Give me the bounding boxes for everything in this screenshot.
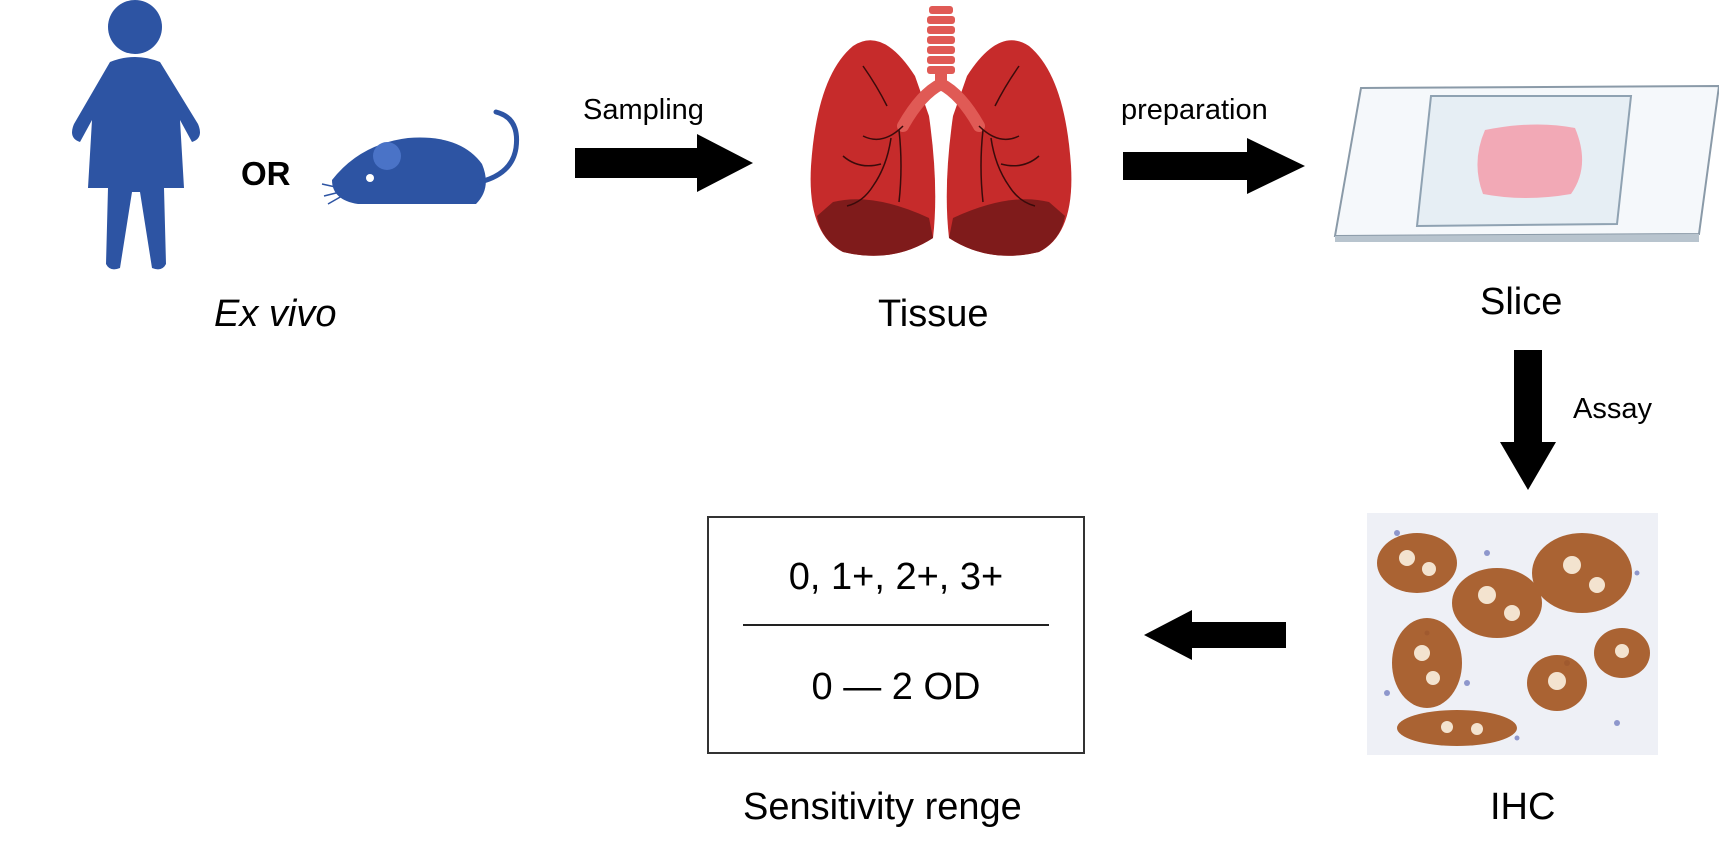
right-arrow-icon [575, 134, 753, 192]
fraction-divider [743, 624, 1049, 626]
ihc-micrograph-image [1367, 513, 1658, 755]
or-label: OR [241, 155, 291, 192]
down-arrow-icon [1500, 350, 1556, 490]
left-arrow-icon [1144, 610, 1286, 660]
slice-label: Slice [1480, 281, 1563, 323]
preparation-label: preparation [1121, 94, 1268, 126]
sampling-label: Sampling [583, 94, 704, 126]
ex-vivo-label: Ex vivo [214, 293, 337, 335]
right-arrow-icon [1123, 138, 1305, 194]
sensitivity-range-box: 0, 1+, 2+, 3+ 0 — 2 OD [707, 516, 1085, 754]
ihc-score-scale: 0, 1+, 2+, 3+ [788, 556, 1004, 598]
sensitivity-range-label: Sensitivity renge [743, 786, 1022, 828]
lungs-icon [810, 6, 1072, 256]
ihc-label: IHC [1490, 786, 1556, 828]
od-range: 0 — 2 OD [811, 666, 981, 708]
tissue-label: Tissue [878, 293, 989, 335]
person-icon [72, 0, 200, 270]
assay-label: Assay [1573, 393, 1652, 425]
glass-slide-icon [1333, 84, 1719, 242]
mouse-icon [321, 109, 520, 205]
